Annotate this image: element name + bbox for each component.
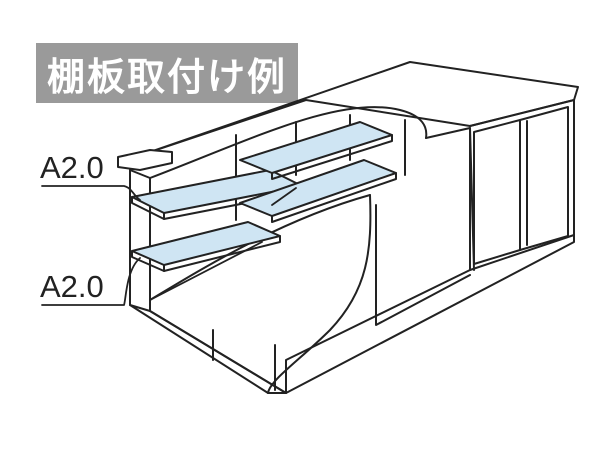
upper-shelf-back xyxy=(239,121,393,180)
lower-shelf-back xyxy=(239,159,397,223)
sliding-door-right xyxy=(519,106,569,251)
lower-shelf-front xyxy=(131,221,281,272)
diagram-title: 棚板取付け例 xyxy=(36,43,298,103)
leader-lines xyxy=(41,185,297,306)
sliding-door-left xyxy=(473,119,521,265)
shelf-label-lower: A2.0 xyxy=(40,269,104,304)
shelf-label-upper: A2.0 xyxy=(40,150,104,185)
